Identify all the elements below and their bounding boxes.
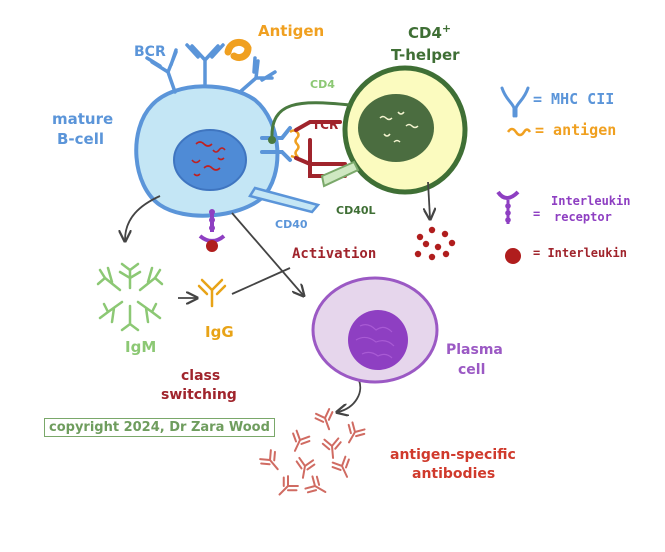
- t-helper-dna: [379, 111, 419, 143]
- plasma-cell: [311, 276, 439, 384]
- bcr-left: [145, 48, 178, 94]
- arrow-igg-to-plasma: [231, 267, 291, 295]
- interleukin-receptor: [198, 209, 226, 243]
- igm-label: IgM: [125, 338, 157, 356]
- t-helper-cell: [342, 65, 468, 195]
- bound-interleukin: [206, 240, 218, 252]
- legend-mhc-icon: [500, 86, 530, 118]
- t-helper-nucleus: [358, 94, 434, 162]
- legend-receptor-label-1: Interleukin: [551, 194, 631, 208]
- bcr-center: [185, 43, 225, 86]
- arrow-t-to-interleukin: [428, 181, 430, 218]
- antibodies-label-line1: antigen-specific: [390, 447, 516, 463]
- igg-label: IgG: [205, 323, 234, 341]
- legend-interleukin-label: = Interleukin: [533, 246, 627, 260]
- cd40-label: CD40: [275, 218, 308, 231]
- legend-receptor-eq: =: [533, 207, 541, 221]
- antigen-label: Antigen: [258, 22, 325, 40]
- plasma-label-line2: cell: [458, 362, 486, 378]
- legend-interleukin-icon: [505, 248, 521, 264]
- copyright-notice: copyright 2024, Dr Zara Wood: [44, 418, 275, 437]
- activation-label: Activation: [292, 246, 377, 262]
- mature-label: mature: [52, 110, 114, 128]
- legend-antigen-label: = antigen: [535, 121, 617, 139]
- b-cell-label: B-cell: [57, 130, 105, 148]
- cd4-molecule: [270, 101, 351, 141]
- igg-antibody: [197, 278, 227, 308]
- class-switching-line1: class: [181, 368, 221, 384]
- antigen-specific-antibodies: [259, 408, 366, 496]
- cd40-receptor: [248, 186, 321, 214]
- cd40l-label: CD40L: [336, 204, 376, 217]
- plasma-label-line1: Plasma: [446, 342, 503, 358]
- legend-receptor-label-2: receptor: [554, 210, 612, 224]
- bcr-right: [238, 56, 277, 94]
- legend-receptor-icon: [496, 190, 520, 224]
- presented-antigen: [289, 129, 300, 159]
- igm-pentamer: [96, 262, 164, 332]
- antigen-shape: [224, 39, 252, 62]
- secreted-interleukins: [414, 226, 456, 261]
- bcr-label: BCR: [134, 44, 166, 60]
- antibodies-label-line2: antibodies: [412, 466, 496, 482]
- arrow-b-to-igm: [125, 195, 161, 240]
- t-helper-label: T-helper: [391, 46, 460, 64]
- tcr-label: TCR: [312, 118, 339, 132]
- arrow-plasma-to-antibodies: [338, 377, 362, 412]
- cd4-title-label: CD4+: [408, 22, 452, 42]
- b-cell-nucleus: [173, 129, 247, 191]
- cd4-label: CD4: [310, 78, 335, 91]
- bcr-receptors: [145, 43, 277, 94]
- class-switching-line2: switching: [161, 387, 237, 403]
- b-cell-dna: [191, 141, 226, 177]
- arrow-b-to-plasma: [231, 212, 303, 295]
- legend-antigen-icon: [506, 127, 532, 137]
- legend-mhc-label: = MHC CII: [533, 90, 615, 108]
- cd40l-ligand: [320, 160, 360, 188]
